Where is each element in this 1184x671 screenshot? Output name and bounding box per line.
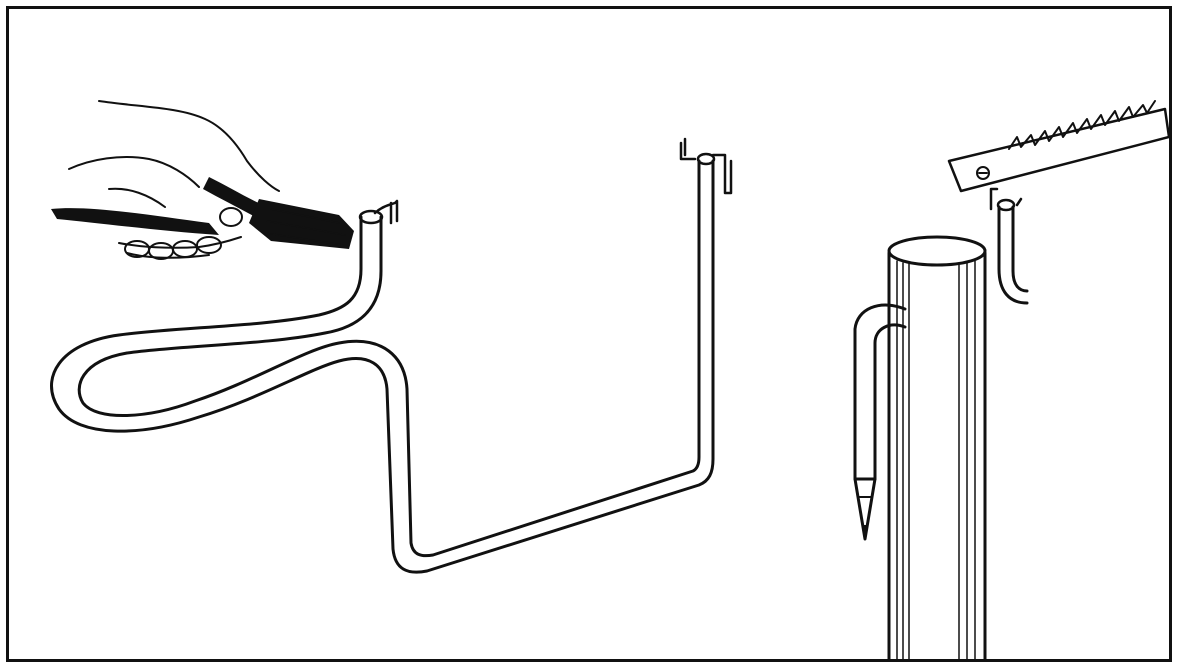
finger-2 (149, 243, 173, 259)
post-assembly (855, 189, 1027, 662)
plier-handle-lower (51, 208, 219, 235)
hand-with-pliers (51, 101, 354, 259)
bent-tube (52, 139, 732, 572)
plier-jaws (249, 199, 354, 249)
post-top (889, 237, 985, 265)
thumb (220, 208, 242, 226)
tube-end-right (698, 154, 714, 164)
hand-outline (69, 101, 279, 258)
hook-right (681, 139, 731, 193)
line-drawing (9, 9, 1172, 662)
illustration-frame (6, 6, 1172, 662)
saw-blade (949, 101, 1169, 191)
tube-end-left (360, 211, 382, 223)
post-clip (999, 207, 1027, 303)
finger-3 (173, 241, 197, 257)
